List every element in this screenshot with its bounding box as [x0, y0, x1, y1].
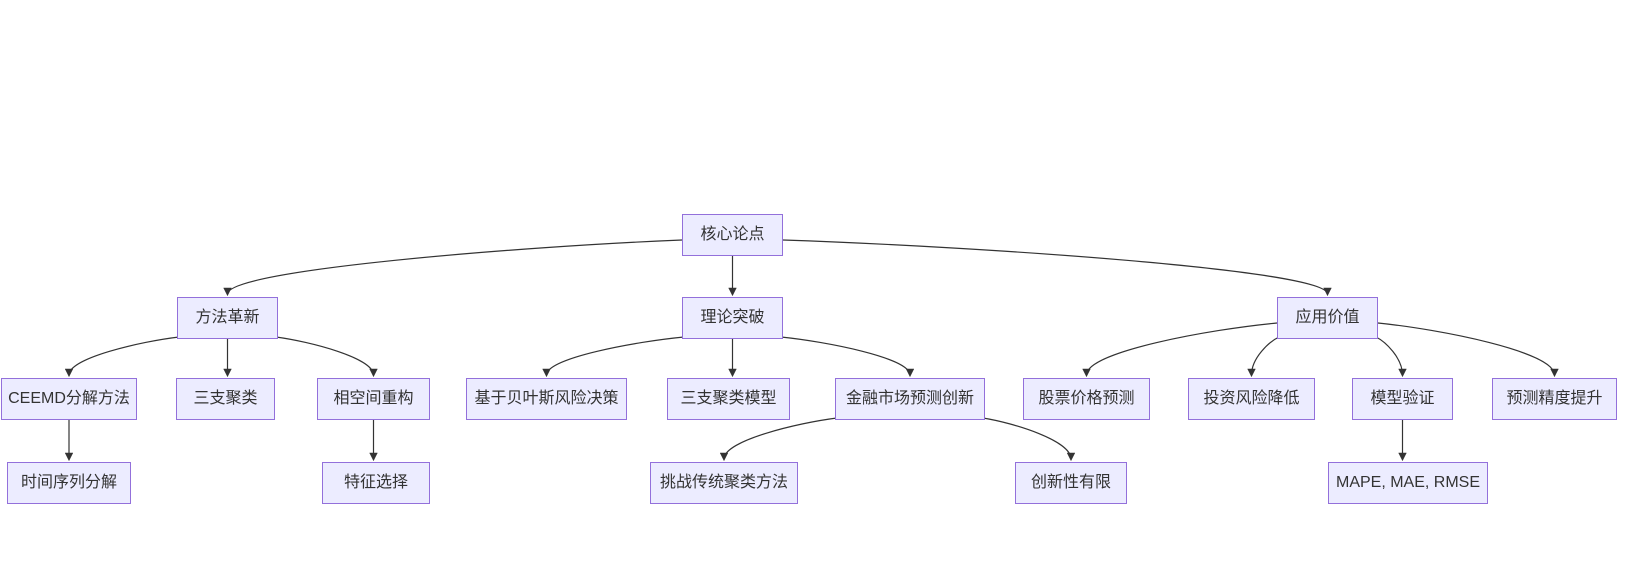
node-metrics: MAPE, MAE, RMSE	[1328, 462, 1488, 504]
edge-theory-to-finance	[780, 336, 915, 378]
edge-core-to-application	[782, 239, 1332, 297]
node-time-series: 时间序列分解	[7, 462, 131, 504]
edge-core-to-method	[223, 239, 683, 297]
edge-method-to-phase-space	[275, 336, 378, 378]
node-precision: 预测精度提升	[1492, 378, 1617, 420]
node-ceemd: CEEMD分解方法	[1, 378, 137, 420]
node-three-way: 三支聚类	[176, 378, 275, 420]
node-application: 应用价值	[1277, 297, 1378, 339]
node-theory: 理论突破	[682, 297, 783, 339]
edge-finance-to-novelty	[982, 417, 1076, 462]
node-core: 核心论点	[682, 214, 783, 256]
node-stock: 股票价格预测	[1023, 378, 1150, 420]
edge-application-to-validation	[1375, 336, 1407, 378]
node-validation: 模型验证	[1352, 378, 1453, 420]
edge-method-to-ceemd	[64, 336, 180, 378]
edge-finance-to-challenge	[719, 417, 838, 462]
node-phase-space: 相空间重构	[317, 378, 430, 420]
node-bayes: 基于贝叶斯风险决策	[466, 378, 627, 420]
node-finance: 金融市场预测创新	[835, 378, 985, 420]
node-challenge: 挑战传统聚类方法	[650, 462, 798, 504]
node-method: 方法革新	[177, 297, 278, 339]
edges-group	[64, 239, 1559, 462]
edge-application-to-precision	[1377, 322, 1559, 378]
edge-application-to-stock	[1082, 322, 1278, 378]
edge-theory-to-bayes	[542, 336, 685, 378]
node-three-way-model: 三支聚类模型	[667, 378, 790, 420]
node-novelty: 创新性有限	[1015, 462, 1127, 504]
edge-application-to-risk	[1247, 336, 1280, 378]
node-risk: 投资风险降低	[1188, 378, 1315, 420]
node-feature: 特征选择	[322, 462, 430, 504]
